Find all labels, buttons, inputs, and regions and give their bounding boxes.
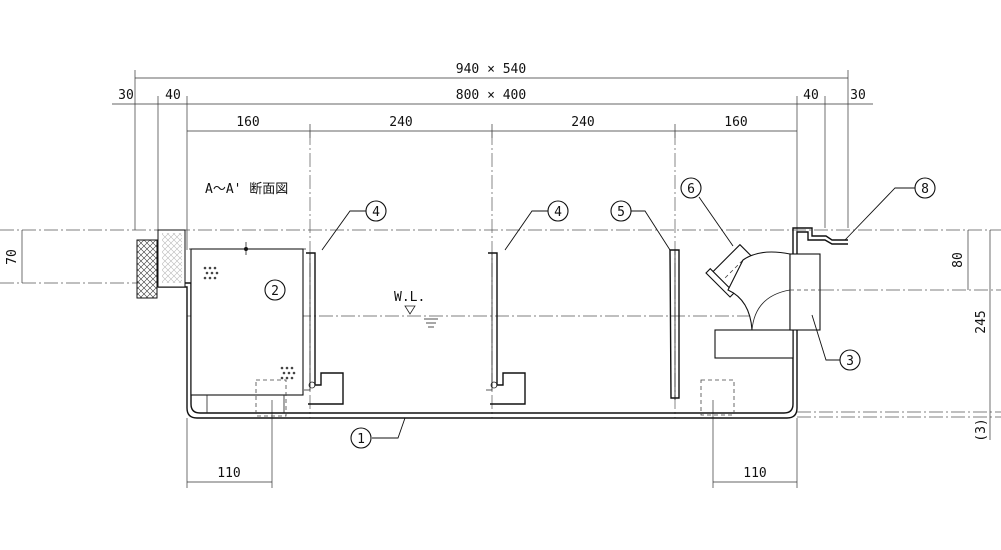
dim-bottom-right: 110 — [743, 466, 766, 481]
dim-segment-1: 160 — [236, 115, 259, 130]
callout-4a: 4 — [321, 200, 387, 251]
callout-2-label: 2 — [271, 284, 279, 299]
baffle-2 — [486, 252, 526, 405]
dim-bottom-left: 110 — [217, 466, 240, 481]
dim-flange-left-inner: 40 — [165, 88, 181, 103]
tank-body — [158, 227, 848, 419]
dim-flange-right-inner: 40 — [803, 88, 819, 103]
dim-height-right-total: 245 — [974, 310, 989, 333]
callout-2: 2 — [264, 279, 286, 301]
dim-flange-right-outer: 30 — [850, 88, 866, 103]
callout-6-label: 6 — [687, 182, 695, 197]
callout-1: 1 — [350, 417, 406, 449]
hidden-support-right — [700, 379, 735, 416]
callout-8: 8 — [844, 177, 936, 241]
callout-1-label: 1 — [357, 432, 365, 447]
baffle-3 — [669, 249, 680, 400]
callout-6: 6 — [680, 177, 734, 247]
callout-4b-label: 4 — [554, 205, 562, 220]
callout-3-label: 3 — [846, 354, 854, 369]
dim-segment-3: 240 — [571, 115, 594, 130]
callout-4a-label: 4 — [372, 205, 380, 220]
dim-height-right-top: 80 — [951, 252, 966, 268]
callout-3: 3 — [811, 314, 861, 371]
callout-5-label: 5 — [617, 205, 625, 220]
strainer-basket — [189, 242, 306, 417]
dim-overall: 940 × 540 — [456, 62, 526, 77]
dim-flange-left-outer: 30 — [118, 88, 134, 103]
callout-4b: 4 — [504, 200, 569, 251]
outlet-elbow-assembly — [705, 243, 821, 359]
left-flange-block — [136, 229, 186, 299]
dim-segment-2: 240 — [389, 115, 412, 130]
bottom-dimension-lines — [186, 400, 798, 488]
dim-segment-4: 160 — [724, 115, 747, 130]
water-level-label: W.L. — [394, 290, 425, 305]
dim-height-left: 70 — [5, 249, 20, 265]
dim-inner: 800 × 400 — [456, 88, 526, 103]
water-level-marker: W.L. — [394, 290, 438, 328]
callout-8-label: 8 — [921, 182, 929, 197]
callout-5: 5 — [610, 200, 671, 251]
dim-bottom-thickness: (3) — [974, 418, 989, 441]
baffle-1 — [304, 252, 344, 405]
section-title: A～A' 断面図 — [205, 182, 288, 197]
side-dimension-lines — [21, 230, 991, 440]
